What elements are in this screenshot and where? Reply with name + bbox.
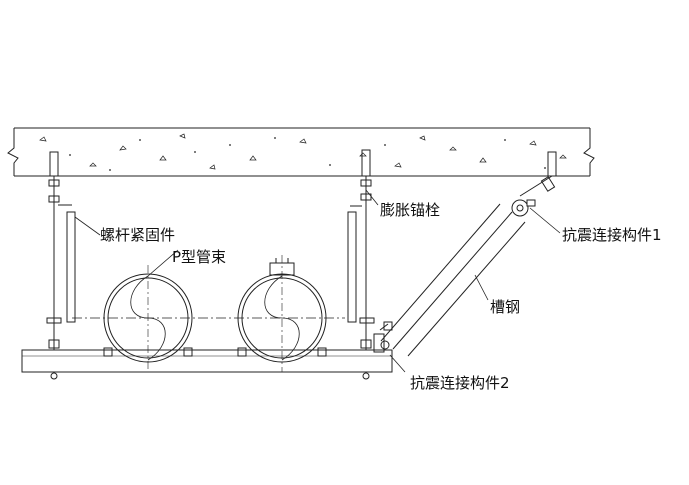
leader-lines <box>74 189 561 373</box>
seismic-connector-1 <box>511 151 557 217</box>
p-clamp-right <box>237 255 327 372</box>
channel-steel-brace <box>380 203 526 357</box>
concrete-slab <box>7 127 595 177</box>
base-channel <box>21 349 393 380</box>
right-hanger <box>347 149 375 350</box>
concrete-dots <box>69 137 546 171</box>
left-hanger <box>46 151 76 350</box>
label-rod-fastener: 螺杆紧固件 <box>100 226 175 244</box>
label-seismic-connector-2: 抗震连接构件2 <box>410 374 510 392</box>
label-p-clamp: P型管束 <box>172 248 226 266</box>
seismic-connector-2 <box>373 321 393 353</box>
label-channel-steel: 槽钢 <box>490 298 520 316</box>
label-expansion-anchor: 膨胀锚栓 <box>380 201 440 219</box>
label-seismic-connector-1: 抗震连接构件1 <box>562 226 662 244</box>
p-clamp-left <box>103 265 193 372</box>
concrete-texture <box>39 133 567 170</box>
